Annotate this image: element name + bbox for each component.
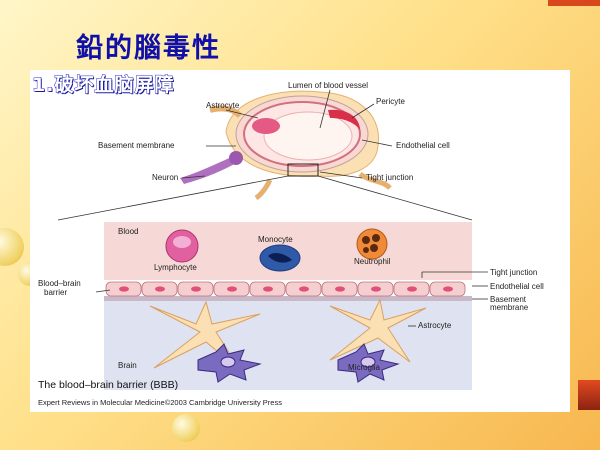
bottom-leader-lines — [95, 271, 488, 327]
endothelial-nucleus — [263, 286, 273, 292]
astrocyte-process — [358, 171, 392, 190]
endothelial-nucleus — [299, 286, 309, 292]
endothelial-cell-row — [105, 281, 466, 297]
label-neutrophil: Neutrophil — [354, 257, 391, 266]
label-bbb-1: Blood–brain — [38, 279, 81, 288]
microglia-cells — [197, 343, 400, 383]
decor-lantern — [578, 380, 600, 410]
label-bbb-2: barrier — [44, 288, 67, 297]
decor-bubble — [0, 228, 24, 266]
label-tight-top: Tight junction — [366, 173, 413, 182]
astrocyte-process — [209, 105, 243, 119]
vessel-cross-section — [180, 90, 392, 201]
astrocyte-cells — [149, 298, 427, 371]
neutrophil — [356, 228, 388, 260]
bbb-diagram: Astrocyte Lumen of blood vessel Pericyte… — [38, 81, 544, 407]
figure-caption: The blood–brain barrier (BBB) — [38, 379, 178, 391]
endothelial-nucleus — [191, 286, 201, 292]
bbb-figure: Astrocyte Lumen of blood vessel Pericyte… — [30, 70, 570, 412]
endothelial-nucleus — [119, 286, 129, 292]
label-astrocyte-top: Astrocyte — [206, 101, 240, 110]
neuron-terminal — [229, 151, 243, 165]
endothelial-nucleus — [335, 286, 345, 292]
vessel-lumen — [263, 111, 353, 161]
section-heading: 1.破坏血脑屏障 — [31, 74, 175, 97]
endothelial-nucleus — [227, 286, 237, 292]
label-tight-bottom: Tight junction — [490, 268, 537, 277]
top-labels: Astrocyte Lumen of blood vessel Pericyte… — [98, 81, 450, 182]
astrocyte-cell — [329, 298, 427, 363]
endothelial-nucleus — [371, 286, 381, 292]
label-lymphocyte: Lymphocyte — [154, 263, 197, 272]
endothelial-nucleus — [443, 286, 453, 292]
label-pericyte: Pericyte — [376, 97, 405, 106]
label-basement-2: membrane — [490, 303, 529, 312]
label-endothelial-bottom: Endothelial cell — [490, 282, 544, 291]
astrocyte-process — [254, 178, 273, 201]
endothelial-nucleus — [407, 286, 417, 292]
neuron-axon — [180, 156, 238, 184]
magnified-panel — [104, 222, 472, 390]
basement-membrane-band — [104, 296, 472, 301]
label-basement-top: Basement membrane — [98, 141, 175, 150]
figure-credit: Expert Reviews in Molecular Medicine©200… — [38, 398, 282, 407]
pericyte — [328, 109, 360, 130]
endothelial-nucleus — [155, 286, 165, 292]
endothelial-nucleus — [252, 118, 280, 134]
label-microglia: Microglia — [348, 363, 381, 372]
slide-title: 鉛的腦毒性 — [76, 33, 221, 64]
label-basement-1: Basement — [490, 295, 527, 304]
lymphocyte — [165, 229, 199, 263]
decor-corner — [548, 0, 600, 6]
top-leader-lines — [57, 89, 473, 221]
monocyte — [259, 244, 301, 272]
label-endothelial-top: Endothelial cell — [396, 141, 450, 150]
label-monocyte: Monocyte — [258, 235, 293, 244]
tight-junction-box — [287, 163, 319, 177]
label-lumen: Lumen of blood vessel — [288, 81, 368, 90]
astrocyte-cell — [149, 300, 261, 371]
decor-bubble — [172, 414, 200, 442]
label-blood: Blood — [118, 227, 138, 236]
label-astrocyte-bottom: Astrocyte — [418, 321, 452, 330]
bottom-labels: Blood Monocyte Lymphocyte Neutrophil Blo… — [38, 227, 544, 372]
label-neuron: Neuron — [152, 173, 178, 182]
label-brain: Brain — [118, 361, 137, 370]
